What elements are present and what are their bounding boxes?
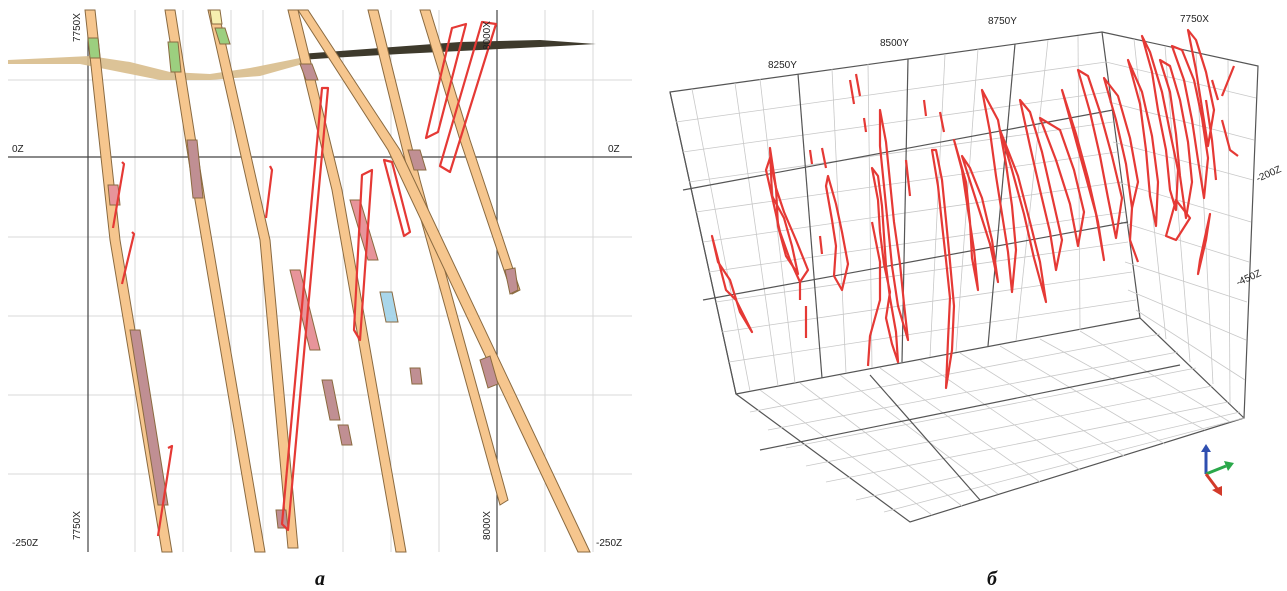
ore-outline [438, 20, 498, 174]
drillhole-2-interval [186, 139, 204, 199]
drillhole-4-interval [289, 269, 321, 351]
drillhole-1-interval [129, 329, 169, 506]
label-8500y: 8500Y [880, 38, 909, 49]
drillhole-1 [84, 9, 173, 553]
caption-b: б [987, 568, 998, 590]
label-8750y: 8750Y [988, 16, 1017, 27]
label-8250y: 8250Y [768, 60, 797, 71]
drillhole-1-interval [87, 37, 101, 59]
label-z-left-bottom: -250Z [12, 538, 38, 549]
label-z-left-top: 0Z [12, 144, 24, 155]
ore-outline [424, 22, 468, 140]
label-z-right-top: 0Z [608, 144, 620, 155]
ore-outline [120, 231, 136, 285]
topography-surface [8, 40, 596, 80]
ore-outline [352, 168, 374, 342]
ore-outlines-3d [710, 28, 1239, 390]
ore-outline [280, 86, 330, 532]
drillhole-2 [164, 9, 266, 553]
panel-b-3d-view: 8250Y 8500Y 8750Y 7750X -200Z -450Z б [669, 14, 1283, 590]
drillhole-7-interval [479, 355, 499, 389]
ore-outline [264, 165, 274, 219]
drillhole-3 [207, 9, 299, 549]
label-x-top-right: 8000X [482, 21, 493, 50]
box-grid [675, 35, 1257, 516]
ore-outline [111, 161, 126, 229]
box-major-lines [682, 43, 1181, 501]
label-7750x: 7750X [1180, 14, 1209, 25]
label-minus-200z: -200Z [1255, 164, 1283, 185]
drillhole-7-interval [299, 63, 319, 81]
drillhole-7-interval [407, 149, 427, 171]
drillhole-5-interval [379, 291, 399, 323]
caption-a: а [315, 568, 325, 590]
ore-body-outlines [111, 20, 498, 537]
ore-outline [382, 158, 412, 238]
drillhole-6-interval [504, 267, 519, 295]
label-x-bottom-left: 7750X [72, 511, 83, 540]
panel-a-section: 7750X 8000X 0Z 0Z 7750X 8000X -250Z -250… [8, 9, 632, 590]
label-x-top-left: 7750X [72, 13, 83, 42]
drillholes [84, 9, 591, 553]
drillhole-4-interval [321, 379, 341, 421]
drillhole-3-interval [209, 9, 223, 25]
drillhole-2-interval [167, 41, 182, 73]
drillhole-3-interval [214, 27, 231, 45]
drillhole-5-interval [409, 367, 423, 385]
xyz-axes-icon [1201, 444, 1234, 496]
drillhole-4-interval [337, 424, 353, 446]
drillhole-7 [297, 9, 591, 553]
label-x-bottom-right: 8000X [482, 511, 493, 540]
label-z-right-bottom: -250Z [596, 538, 622, 549]
drillhole-5-interval [349, 199, 379, 261]
ore-outline [156, 444, 174, 537]
section-labels: 7750X 8000X 0Z 0Z 7750X 8000X -250Z -250… [12, 13, 622, 549]
